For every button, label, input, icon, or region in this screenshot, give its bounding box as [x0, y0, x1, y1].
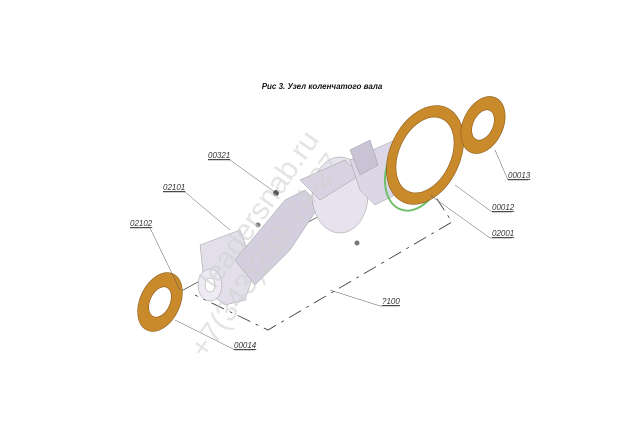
bearing-00014 [137, 272, 183, 332]
callout-02001: 02001 [492, 229, 514, 238]
callout-00321: 00321 [208, 151, 230, 160]
bearing-00012 [386, 105, 464, 205]
callout-00014: 00014 [234, 341, 257, 350]
callout-02102: 02102 [130, 219, 153, 228]
callout-00012: 00012 [492, 203, 515, 212]
callout-00013: 00013 [508, 171, 531, 180]
callout-02101: 02101 [163, 183, 185, 192]
figure-title: Рис 3. Узел коленчатого вала [262, 82, 383, 91]
leader-lines [130, 149, 528, 351]
bearing-00013 [460, 96, 506, 154]
callout-2100: ?100 [382, 297, 400, 306]
